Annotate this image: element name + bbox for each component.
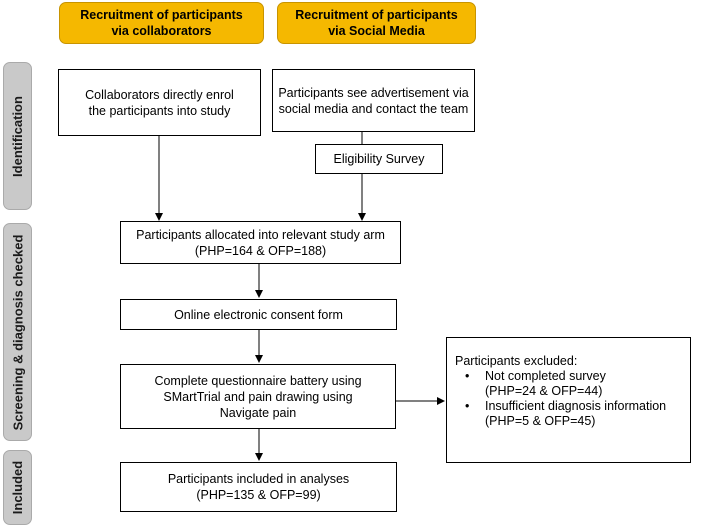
questionnaire-box: Complete questionnaire battery using SMa… — [120, 364, 396, 429]
excluded-item: Not completed survey (PHP=24 & OFP=44) — [455, 369, 682, 399]
consent-form-box: Online electronic consent form — [120, 299, 397, 330]
included-line2: (PHP=135 & OFP=99) — [196, 488, 321, 502]
social-media-line2: social media and contact the team — [278, 101, 469, 116]
excluded-item-detail: (PHP=5 & OFP=45) — [485, 414, 596, 428]
included-line1: Participants included in analyses — [167, 472, 350, 486]
allocated-line1: Participants allocated into relevant stu… — [136, 227, 385, 242]
excluded-item: Insufficient diagnosis information (PHP=… — [455, 399, 682, 429]
allocated-box: Participants allocated into relevant stu… — [120, 221, 401, 264]
excluded-item-label: Insufficient diagnosis information — [485, 399, 667, 413]
allocated-line2: (PHP=164 & OFP=188) — [194, 243, 327, 258]
questionnaire-line1: Complete questionnaire battery using — [154, 373, 362, 388]
collaborators-enrol-line2: the participants into study — [88, 103, 231, 118]
eligibility-survey-box: Eligibility Survey — [315, 144, 443, 174]
source-social-line1: Recruitment of participants — [295, 8, 458, 22]
social-media-line1: Participants see advertisement via — [278, 85, 469, 100]
source-collaborators-line1: Recruitment of participants — [80, 8, 243, 22]
social-media-box: Participants see advertisement via socia… — [272, 69, 475, 132]
stage-included: Included — [3, 450, 32, 525]
collaborators-enrol-line1: Collaborators directly enrol — [85, 87, 234, 102]
source-social-media: Recruitment of participants via Social M… — [277, 2, 476, 44]
excluded-item-detail: (PHP=24 & OFP=44) — [485, 384, 603, 398]
excluded-item-label: Not completed survey — [485, 369, 606, 383]
questionnaire-line2: SMartTrial and pain drawing using — [163, 389, 353, 404]
eligibility-survey-label: Eligibility Survey — [333, 152, 425, 166]
stage-screening: Screening & diagnosis checked — [3, 223, 32, 441]
source-social-line2: via Social Media — [328, 24, 425, 38]
consent-form-label: Online electronic consent form — [174, 307, 343, 322]
collaborators-enrol-box: Collaborators directly enrol the partici… — [58, 69, 261, 136]
source-collaborators: Recruitment of participants via collabor… — [59, 2, 264, 44]
excluded-title: Participants excluded: — [455, 354, 578, 368]
excluded-list: Not completed survey (PHP=24 & OFP=44) I… — [455, 369, 682, 429]
source-collaborators-line2: via collaborators — [111, 24, 212, 38]
questionnaire-line3: Navigate pain — [219, 405, 297, 420]
excluded-box: Participants excluded: Not completed sur… — [446, 337, 691, 463]
stage-identification: Identification — [3, 62, 32, 210]
included-box: Participants included in analyses (PHP=1… — [120, 462, 397, 512]
